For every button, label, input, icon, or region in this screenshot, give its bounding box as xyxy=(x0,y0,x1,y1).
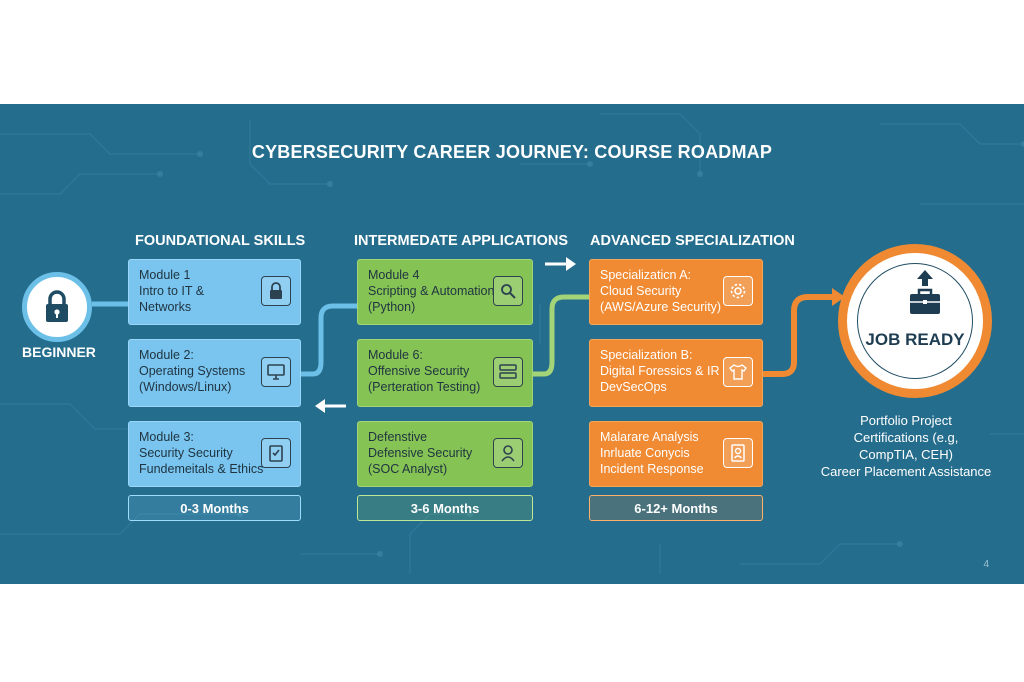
id-badge-icon xyxy=(723,438,753,468)
checklist-icon xyxy=(261,438,291,468)
card-title: Module 2: xyxy=(139,348,194,362)
column-header-advanced: ADVANCED SPECIALIZATION xyxy=(590,233,795,249)
card-module-2: Module 2: Operating Systems (Windows/Lin… xyxy=(128,339,301,407)
card-title: Specialization B: xyxy=(600,348,693,362)
shirt-icon xyxy=(723,357,753,387)
card-defensive-security: Defenstive Defensive Security (SOC Analy… xyxy=(357,421,533,487)
connector-spec-b-to-goal xyxy=(763,294,840,377)
timeframe-intermediate: 3-6 Months xyxy=(357,495,533,521)
card-desc: Cloud Security (AWS/Azure Security) xyxy=(600,284,722,314)
outcomes-list: Portfolio Project Certifications (e.g, C… xyxy=(800,412,1012,480)
card-module-1: Module 1 Intro to IT & Networks xyxy=(128,259,301,325)
circuit-background xyxy=(0,113,1024,574)
job-ready-node: JOB READY xyxy=(838,244,992,398)
card-module-4: Module 4 Scripting & Automation (Python) xyxy=(357,259,533,325)
card-title: Module 1 xyxy=(139,268,191,282)
card-title: Module 4 xyxy=(368,268,420,282)
job-ready-label: JOB READY xyxy=(865,330,965,349)
card-title: Module 3: xyxy=(139,430,194,444)
beginner-label: BEGINNER xyxy=(22,344,96,360)
roadmap-connectors xyxy=(92,257,845,413)
arrow-right-icon xyxy=(545,257,576,271)
analyst-icon xyxy=(493,438,523,468)
padlock-icon xyxy=(261,276,291,306)
card-desc: Intro to IT & Networks xyxy=(139,284,205,314)
arrow-left-icon xyxy=(315,399,346,413)
card-title: Malarare Analysis xyxy=(600,430,699,444)
card-desc: Operating Systems (Windows/Linux) xyxy=(139,364,246,394)
search-icon xyxy=(493,276,523,306)
card-malware-analysis: Malarare Analysis Inrluate Conycis Incid… xyxy=(589,421,763,487)
card-specialization-a: Specializaticn A: Cloud Security (AWS/Az… xyxy=(589,259,763,325)
card-desc: Inrluate Conycis Incident Response xyxy=(600,446,704,476)
outcome-item: Portfolio Project xyxy=(860,413,952,428)
column-header-intermediate: INTERMEDATE APPLICATIONS xyxy=(354,233,569,249)
computer-icon xyxy=(261,357,291,387)
server-icon xyxy=(493,357,523,387)
card-desc: Defensive Security (SOC Analyst) xyxy=(368,446,473,476)
briefcase-icon xyxy=(910,270,940,314)
outcome-item: Certifications (e.g, xyxy=(853,430,959,445)
column-header-foundational: FOUNDATIONAL SKILLS xyxy=(135,233,306,249)
outcome-item: CompTIA, CEH) xyxy=(859,447,953,462)
card-title: Module 6: xyxy=(368,348,423,362)
job-ready-inner-ring: JOB READY xyxy=(857,263,973,379)
card-desc: Scripting & Automation (Python) xyxy=(368,284,495,314)
card-title: Defenstive xyxy=(368,430,428,444)
card-desc: Offensive Security (Perteration Testing) xyxy=(368,364,481,394)
card-specialization-b: Specialization B: Digital Foressics & IR… xyxy=(589,339,763,407)
connector-goal-arrowhead xyxy=(832,288,845,306)
roadmap-panel: CYBERSECURITY CAREER JOURNEY: COURSE ROA… xyxy=(0,104,1024,584)
beginner-node xyxy=(22,272,92,342)
gear-icon xyxy=(723,276,753,306)
connector-module6-to-spec-a xyxy=(532,294,589,377)
card-module-3: Module 3: Security Security Fundemeitals… xyxy=(128,421,301,487)
card-title: Specializaticn A: xyxy=(600,268,692,282)
card-desc: Digital Foressics & IR DevSecOps xyxy=(600,364,720,394)
connector-module2-to-module4 xyxy=(300,303,357,377)
card-module-6: Module 6: Offensive Security (Perteratio… xyxy=(357,339,533,407)
padlock-icon xyxy=(46,290,68,322)
outcome-item: Career Placement Assistance xyxy=(820,464,992,479)
card-desc: Security Security Fundemeitals & Ethics xyxy=(139,446,264,476)
timeframe-advanced: 6-12+ Months xyxy=(589,495,763,521)
timeframe-foundational: 0-3 Months xyxy=(128,495,301,521)
page-title: CYBERSECURITY CAREER JOURNEY: COURSE ROA… xyxy=(251,142,773,162)
page-number: 4 xyxy=(983,559,989,570)
